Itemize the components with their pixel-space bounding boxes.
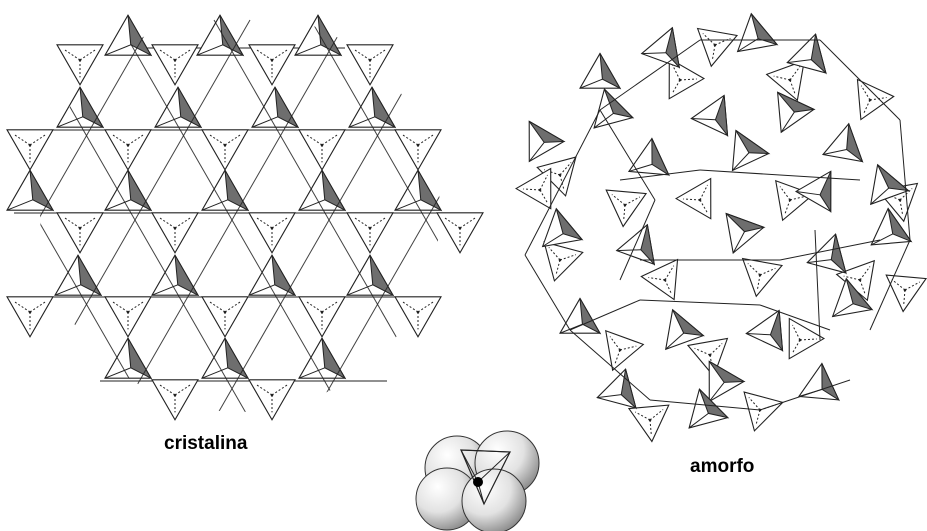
network-bond [900,120,910,240]
tetrahedron-down [105,130,151,170]
tetrahedron-up [349,87,395,127]
tetrahedron-down [152,45,198,85]
network-bond [815,230,820,340]
tetrahedron-up [252,87,298,127]
tetrahedron-down [737,259,782,300]
tetrahedron-down [57,213,103,253]
tetrahedron-up [799,362,842,400]
tetrahedron-up [105,15,151,55]
tetrahedron-up [711,201,764,253]
tetrahedron-up [295,15,341,55]
tetrahedron-up [395,170,441,210]
tetrahedron-down [299,130,345,170]
tetrahedron-up [512,111,564,161]
tetrahedron-down [347,213,393,253]
tetrahedron-down [735,392,783,436]
tetrahedron-down [7,130,53,170]
tetrahedron-down [395,130,441,170]
tetrahedron-up [642,21,691,67]
network-bond [640,300,760,305]
tetrahedron-down [437,213,483,253]
tetrahedron-down [347,45,393,85]
tetrahedron-up [732,10,777,51]
tetrahedron-down [883,275,926,313]
tetrahedron-down [843,80,894,128]
amorphous-label: amorfo [690,456,754,478]
tetrahedron-up [807,229,855,273]
tetrahedron-up [197,15,243,55]
tetrahedron-down [299,297,345,337]
tetrahedron-down [105,297,151,337]
tetrahedron-down [152,380,198,420]
silicon-atom [473,477,483,487]
tetrahedron-down [202,130,248,170]
tetrahedron-down [57,45,103,85]
tetrahedron-down [603,190,646,228]
tetrahedron-down [7,297,53,337]
tetrahedron-up [585,84,633,128]
crystalline-label: cristalina [164,433,247,455]
tetrahedron-down [249,380,295,420]
tetrahedron-sphere-model [416,431,539,531]
tetrahedron-down [152,213,198,253]
tetrahedron-up [57,87,103,127]
tetrahedron-down [676,179,728,229]
tetrahedron-down [249,45,295,85]
tetrahedron-up [560,298,600,333]
tetrahedron-up [7,170,53,210]
tetrahedron-down [395,297,441,337]
network-bond [700,170,860,180]
tetrahedron-down [594,331,643,377]
tetrahedron-up [654,303,703,349]
tetrahedron-up [597,364,645,408]
tetrahedron-up [537,205,582,246]
tetrahedron-up [823,120,868,161]
tetrahedron-up [580,53,620,88]
tetrahedron-up [796,161,848,211]
tetrahedron-up [629,137,672,175]
amorphous-network [512,10,926,443]
tetrahedron-down [249,213,295,253]
tetrahedron-down [692,29,737,70]
tetrahedron-down [535,242,583,286]
tetrahedron-down [202,297,248,337]
tetrahedron-down [629,405,672,443]
oxygen-sphere-bottom-right [462,469,526,531]
tetrahedron-up [691,87,742,135]
tetrahedron-up [155,87,201,127]
